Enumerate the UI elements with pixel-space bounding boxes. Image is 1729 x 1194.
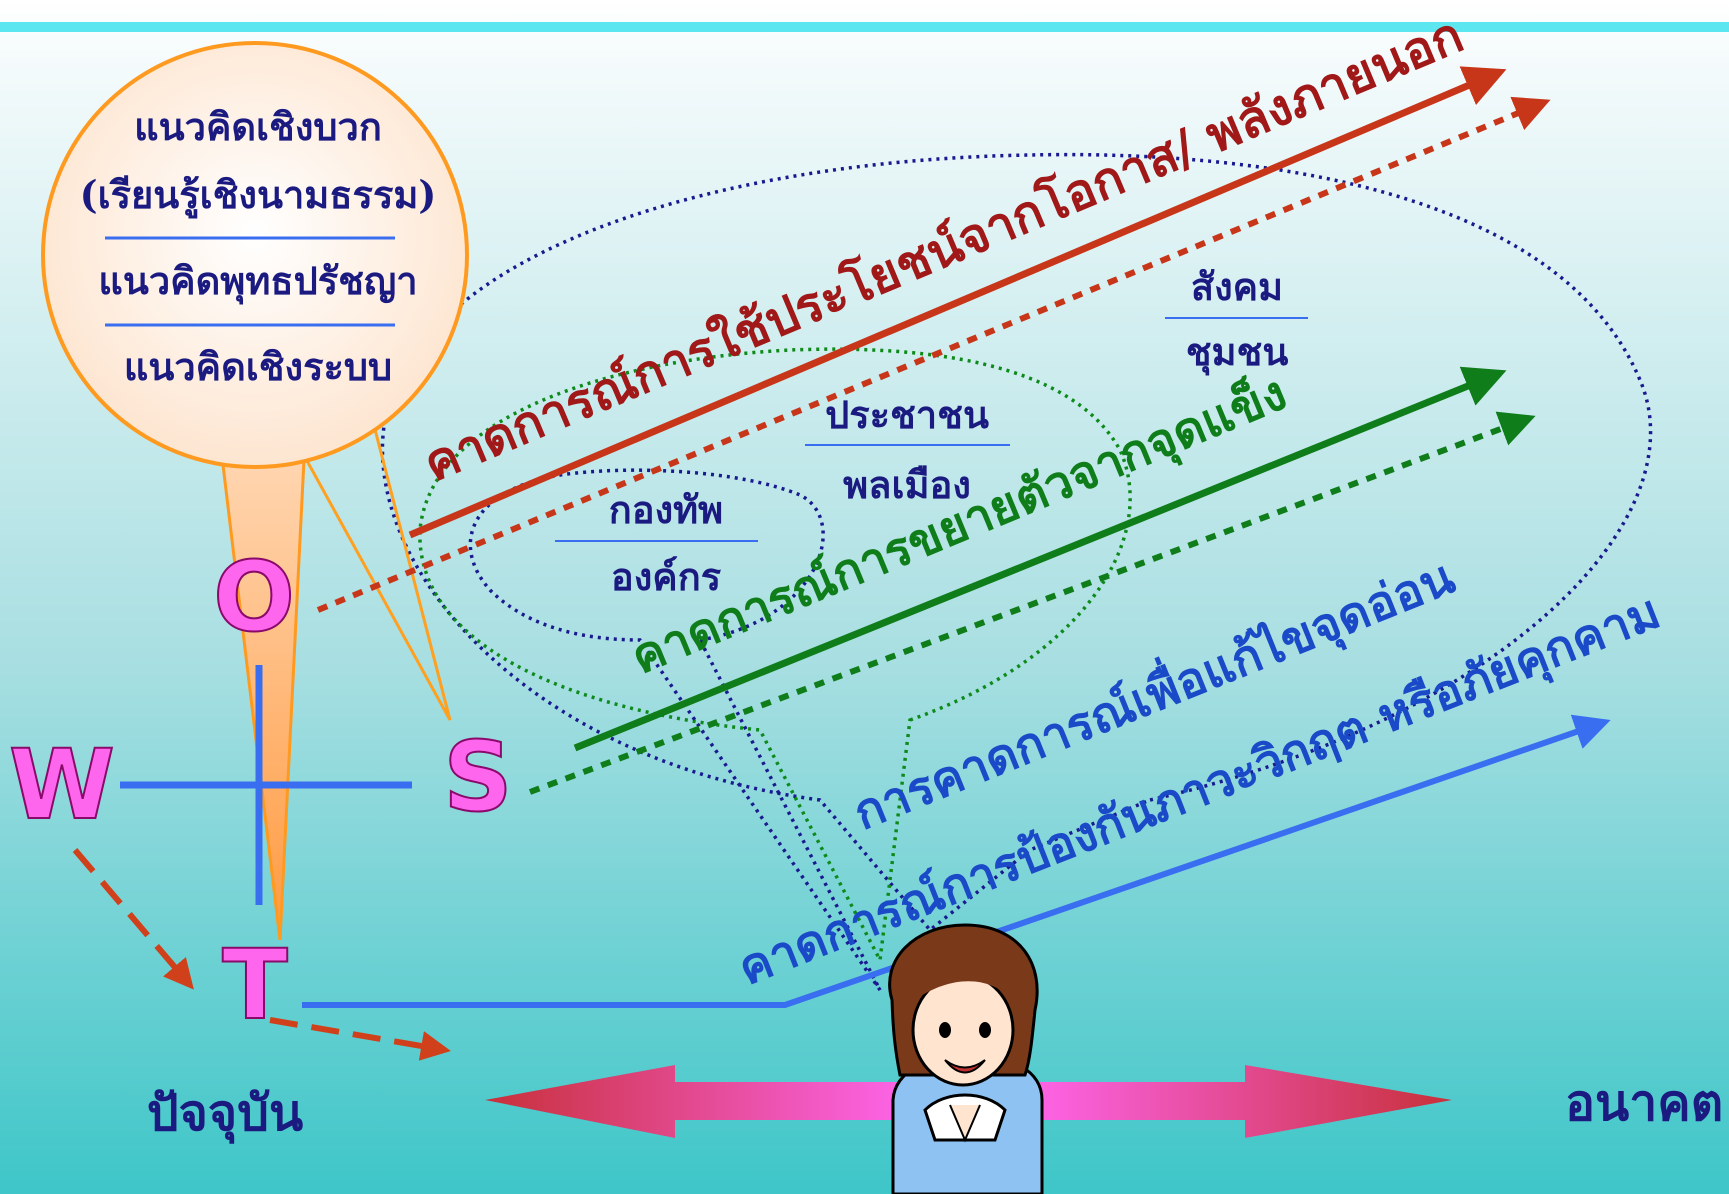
swot-letter-w: W: [9, 729, 115, 841]
thought-bubble: แนวคิดเชิงบวก (เรียนรู้เชิงนามธรรม) แนวค…: [41, 41, 469, 941]
threat-arrow: [302, 714, 1611, 1008]
scope-middle-bottom: พลเมือง: [843, 462, 971, 507]
swot-letter-o: O: [213, 541, 295, 653]
outer-scope-bubble: [380, 152, 1653, 933]
strength-arrows: [528, 366, 1536, 795]
scope-inner-label: กองทัพ องค์กร: [555, 487, 758, 599]
scope-middle-top: ประชาชน: [825, 392, 989, 437]
middle-scope-bubble: [418, 347, 1132, 966]
swot-cross: [120, 665, 412, 905]
scope-outer-top: สังคม: [1191, 264, 1283, 309]
scope-inner-top: กองทัพ: [609, 487, 723, 532]
opportunity-arrows: [316, 66, 1551, 613]
person-illustration: [888, 923, 1044, 1194]
swot-letters: O W S T: [8, 540, 514, 1042]
scope-outer-label: สังคม ชุมชน: [1165, 264, 1308, 376]
scope-outer-bottom: ชุมชน: [1186, 329, 1289, 376]
bubble-line-2: (เรียนรู้เชิงนามธรรม): [80, 172, 437, 219]
top-accent-bar: [0, 22, 1729, 32]
future-label: อนาคต: [1565, 1073, 1723, 1132]
present-label: ปัจจุบัน: [147, 1083, 303, 1144]
swot-letter-s: S: [443, 721, 512, 833]
bubble-line-4: แนวคิดเชิงระบบ: [124, 344, 392, 389]
scope-inner-bottom: องค์กร: [611, 554, 722, 599]
weakness-dashed-arrows: [72, 848, 451, 1061]
bubble-line-1: แนวคิดเชิงบวก: [134, 104, 382, 149]
scope-middle-label: ประชาชน พลเมือง: [805, 392, 1010, 507]
swot-letter-t: T: [222, 929, 287, 1041]
bubble-line-3: แนวคิดพุทธปรัชญา: [98, 258, 417, 305]
